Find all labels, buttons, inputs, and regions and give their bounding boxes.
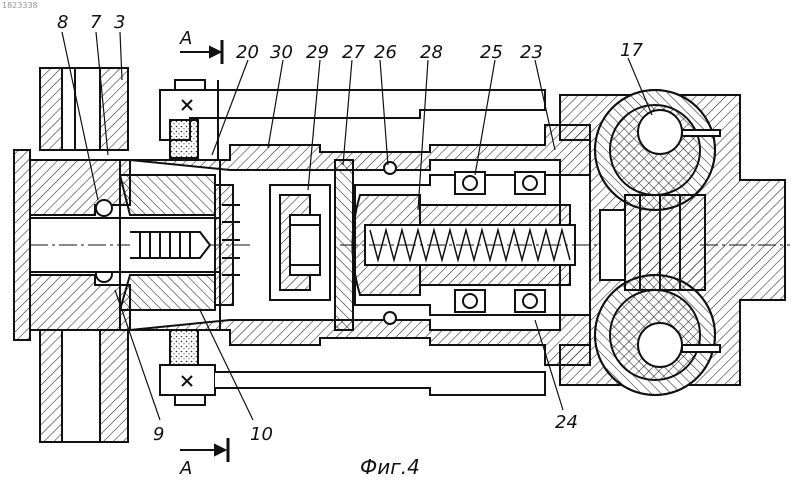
label-28: 28 bbox=[420, 42, 443, 63]
label-25: 25 bbox=[480, 42, 503, 63]
document-id: 1823338 bbox=[2, 1, 38, 10]
section-marker-top: A bbox=[179, 28, 192, 49]
label-7: 7 bbox=[90, 12, 102, 33]
label-27: 27 bbox=[342, 42, 365, 63]
label-8: 8 bbox=[57, 12, 68, 33]
label-24: 24 bbox=[555, 412, 578, 433]
label-30: 30 bbox=[270, 42, 293, 63]
section-marker-bottom: A bbox=[179, 458, 192, 479]
label-17: 17 bbox=[620, 40, 643, 61]
label-3: 3 bbox=[114, 12, 125, 33]
label-23: 23 bbox=[520, 42, 543, 63]
figure-caption: Фиг.4 bbox=[360, 455, 420, 479]
label-20: 20 bbox=[236, 42, 259, 63]
label-26: 26 bbox=[374, 42, 397, 63]
label-9: 9 bbox=[153, 424, 164, 445]
label-10: 10 bbox=[250, 424, 273, 445]
label-29: 29 bbox=[306, 42, 329, 63]
drawing-geometry bbox=[14, 32, 790, 462]
